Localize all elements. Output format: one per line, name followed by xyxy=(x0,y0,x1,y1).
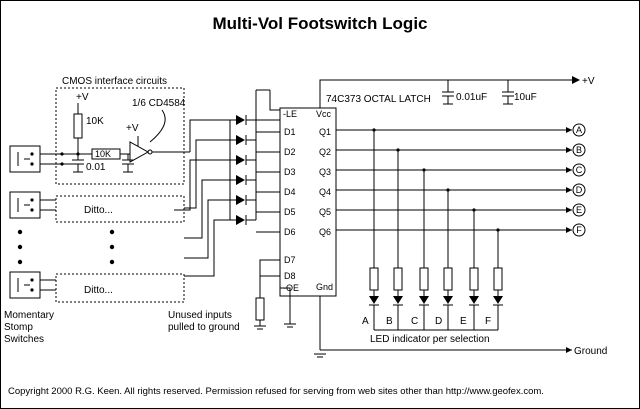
output-f: F xyxy=(576,225,582,235)
pin-q2: Q2 xyxy=(319,147,331,157)
pin-q4: Q4 xyxy=(319,187,331,197)
pin-d6: D6 xyxy=(284,227,296,237)
unused-label-1: Unused inputs xyxy=(168,310,232,321)
data-inputs xyxy=(256,131,280,233)
pin-d7: D7 xyxy=(284,255,296,265)
led-label-b: B xyxy=(386,316,393,327)
pin-q1: Q1 xyxy=(319,127,331,137)
diode-4 xyxy=(230,175,256,185)
led-label-e: E xyxy=(460,316,467,327)
output-terminals: A B C D E F xyxy=(572,123,586,237)
led-label-f: F xyxy=(485,316,491,327)
led-caption: LED indicator per selection xyxy=(370,334,490,345)
pin-d3: D3 xyxy=(284,167,296,177)
ditto-box-1 xyxy=(55,195,185,223)
pin-q3: Q3 xyxy=(319,167,331,177)
diode-array xyxy=(230,89,280,225)
pin-d1: D1 xyxy=(284,127,296,137)
pin-q5: Q5 xyxy=(319,207,331,217)
pin-oe: -OE xyxy=(283,283,299,293)
series-resistor-label: 10K xyxy=(95,149,111,159)
led-b xyxy=(393,290,403,330)
diode-5 xyxy=(230,195,256,205)
pullup-resistor-label: 10K xyxy=(86,116,104,127)
diode-1 xyxy=(230,115,280,125)
diagram-title: Multi-Vol Footswitch Logic xyxy=(213,14,428,33)
footswitch-2 xyxy=(9,191,56,219)
cap-small-label: 0.01 xyxy=(86,162,106,173)
output-e: E xyxy=(576,205,582,215)
vcc-rail xyxy=(319,76,580,108)
switch-label-1: Momentary xyxy=(4,310,54,321)
cap-bypass-2-label: 10uF xyxy=(514,92,537,103)
output-lines xyxy=(336,127,572,233)
pin-vcc: Vcc xyxy=(316,109,332,119)
pin-q6: Q6 xyxy=(319,227,331,237)
cmos-interface-box xyxy=(55,87,185,185)
plus-v-label-1: +V xyxy=(76,92,89,103)
led-e xyxy=(469,290,479,330)
ditto-label-1: Ditto... xyxy=(84,205,113,216)
supply-label: +V xyxy=(582,76,595,87)
ground-rail xyxy=(314,296,572,358)
copyright-text: Copyright 2000 R.G. Keen. All rights res… xyxy=(8,386,544,397)
output-c: C xyxy=(576,165,583,175)
footswitch-1 xyxy=(9,145,62,173)
switch-label-3: Switches xyxy=(4,334,44,345)
led-a xyxy=(369,290,379,330)
switch-label-2: Stomp xyxy=(4,322,33,333)
ditto-box-2 xyxy=(55,273,185,303)
interface-circuit: +V 10K 10K 0.01 +V 1/6 CD4584 xyxy=(60,92,186,173)
ellipsis-dots-left xyxy=(17,229,23,265)
led-label-a: A xyxy=(362,316,369,327)
led-label-c: C xyxy=(411,316,418,327)
latch-chip xyxy=(279,107,337,297)
inverter-label: 1/6 CD4584 xyxy=(132,98,186,109)
output-a: A xyxy=(576,125,582,135)
ellipsis-dots-mid xyxy=(109,229,115,265)
pin-d5: D5 xyxy=(284,207,296,217)
pin-d4: D4 xyxy=(284,187,296,197)
ditto-label-2: Ditto... xyxy=(84,285,113,296)
unused-inputs-ground xyxy=(254,259,296,330)
pin-le: -LE xyxy=(283,109,297,119)
led-c xyxy=(419,290,429,330)
diode-6 xyxy=(230,215,256,225)
footswitch-3 xyxy=(9,271,56,299)
diode-3 xyxy=(230,155,256,165)
pin-d8: D8 xyxy=(284,271,296,281)
pin-gnd: Gnd xyxy=(316,282,333,292)
latch-label: 74C373 OCTAL LATCH xyxy=(326,94,431,105)
cmos-box-label: CMOS interface circuits xyxy=(62,76,167,87)
cap-bypass-1-label: 0.01uF xyxy=(456,92,487,103)
led-d xyxy=(443,290,453,330)
led-label-d: D xyxy=(435,316,442,327)
led-drops xyxy=(372,128,500,268)
unused-label-2: pulled to ground xyxy=(168,322,240,333)
input-wiring xyxy=(174,119,231,277)
output-b: B xyxy=(576,145,582,155)
pin-d2: D2 xyxy=(284,147,296,157)
diode-2 xyxy=(230,135,256,145)
output-d: D xyxy=(576,185,583,195)
led-array xyxy=(369,290,503,331)
ground-label: Ground xyxy=(574,346,607,357)
plus-v-label-2: +V xyxy=(126,123,139,134)
led-resistors xyxy=(369,267,503,291)
led-f xyxy=(493,290,503,330)
